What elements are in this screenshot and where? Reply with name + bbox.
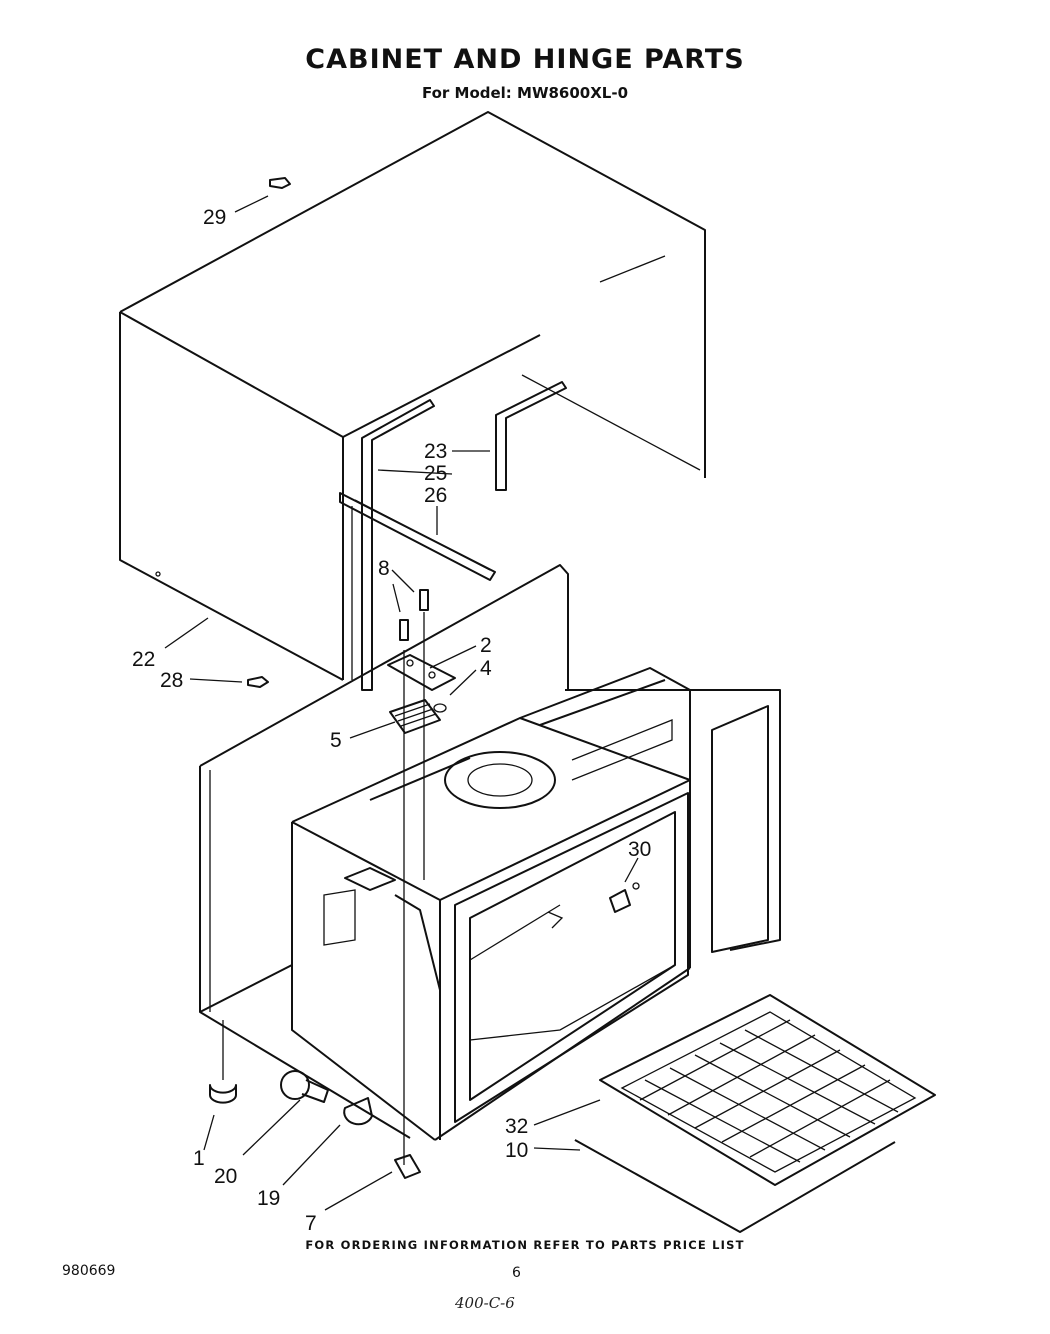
handwritten-note: 400-C-6	[455, 1294, 515, 1312]
small-parts	[209, 177, 640, 1126]
trim-strips	[339, 381, 567, 691]
callout-20: 20	[214, 1165, 237, 1188]
callout-8: 8	[378, 557, 390, 580]
callout-25: 25	[424, 462, 447, 485]
ordering-note: FOR ORDERING INFORMATION REFER TO PARTS …	[305, 1238, 745, 1252]
callout-23: 23	[424, 440, 447, 463]
callout-32: 32	[505, 1115, 528, 1138]
cabinet-shell	[119, 111, 706, 681]
model-subtitle: For Model: MW8600XL-0	[421, 84, 629, 102]
document-number: 980669	[62, 1263, 116, 1279]
page-title: CABINET AND HINGE PARTS	[305, 44, 745, 75]
page-number: 6	[512, 1265, 521, 1281]
callout-4: 4	[480, 657, 492, 680]
callout-labels: 29 23 25 26 8 2 4 22 28 5 30 1 20 19 7 3…	[132, 206, 651, 1235]
callout-leaders	[164, 195, 639, 1211]
callout-29: 29	[203, 206, 226, 229]
callout-5: 5	[330, 729, 342, 752]
callout-10: 10	[505, 1139, 528, 1162]
callout-30: 30	[628, 838, 651, 861]
hinge-assembly	[344, 589, 456, 1179]
shelf-rack-and-tray	[574, 994, 936, 1233]
callout-7: 7	[305, 1212, 317, 1235]
callout-2: 2	[480, 634, 492, 657]
callout-28: 28	[160, 669, 183, 692]
callout-1: 1	[193, 1147, 205, 1170]
callout-19: 19	[257, 1187, 280, 1210]
oven-cavity	[291, 667, 691, 1141]
base-rear-panel	[199, 564, 781, 1139]
callout-22: 22	[132, 648, 155, 671]
callout-26: 26	[424, 484, 447, 507]
